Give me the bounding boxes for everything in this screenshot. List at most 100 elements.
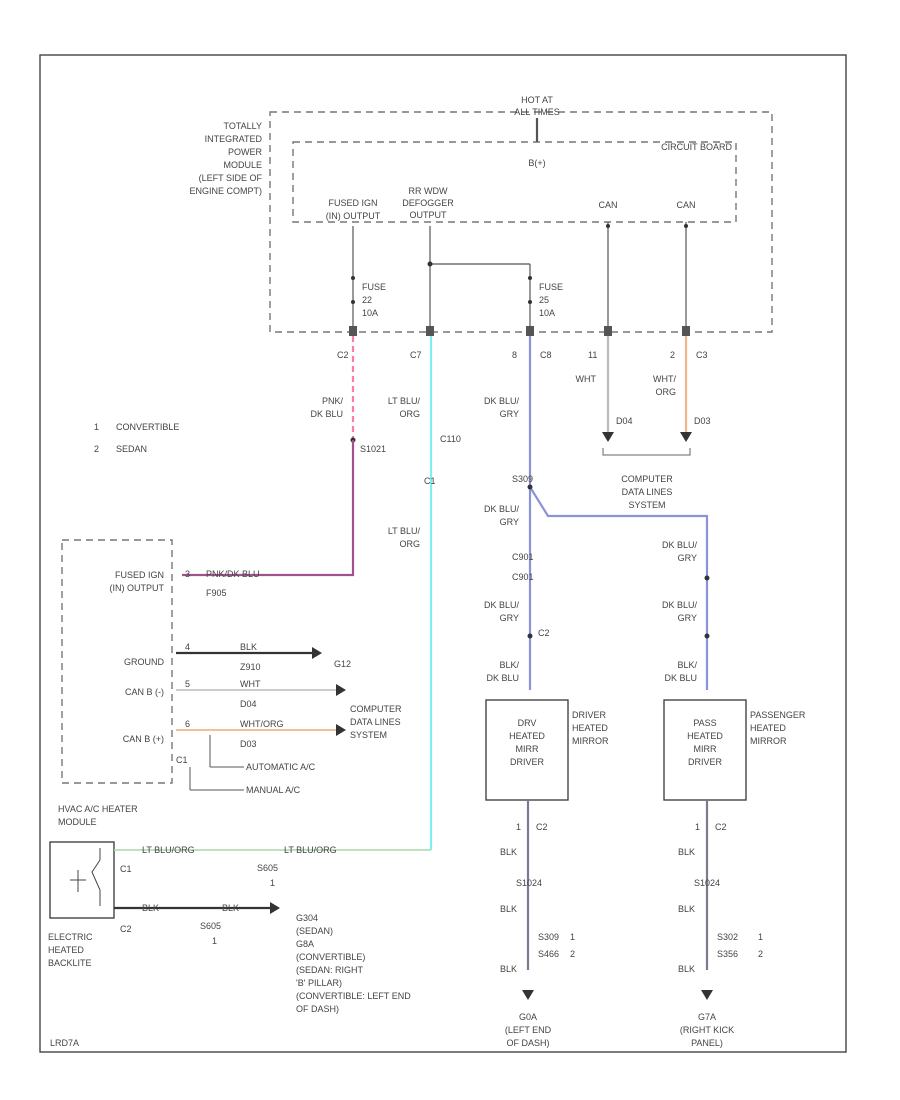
svg-text:22: 22: [362, 295, 372, 305]
svg-text:S1024: S1024: [516, 878, 542, 888]
circuit-f905: F905: [206, 588, 227, 598]
wire-dkblu-gry-e: DK BLU/ GRY: [662, 600, 698, 623]
svg-text:5: 5: [185, 679, 190, 689]
svg-text:D03: D03: [240, 739, 257, 749]
svg-text:HEATED: HEATED: [48, 945, 84, 955]
svg-text:ORG: ORG: [655, 387, 676, 397]
svg-text:SEDAN: SEDAN: [116, 444, 147, 454]
passenger-ground-text: G7A (RIGHT KICK PANEL): [680, 1012, 734, 1048]
wire-wht: WHT: [576, 374, 597, 384]
pin-8: 8: [512, 350, 517, 360]
bus-label: B(+): [528, 158, 545, 168]
svg-text:ALL TIMES: ALL TIMES: [514, 107, 560, 117]
fused-ign-output-label: FUSED IGN (IN) OUTPUT: [326, 198, 381, 221]
svg-text:(IN) OUTPUT: (IN) OUTPUT: [110, 583, 165, 593]
svg-text:1: 1: [212, 936, 217, 946]
svg-text:LT BLU/: LT BLU/: [388, 396, 421, 406]
svg-text:OUTPUT: OUTPUT: [410, 210, 448, 220]
svg-text:DK BLU: DK BLU: [310, 409, 343, 419]
svg-text:10A: 10A: [539, 308, 555, 318]
svg-text:BLK/: BLK/: [499, 660, 519, 670]
svg-text:HEATED: HEATED: [509, 731, 545, 741]
svg-text:MIRROR: MIRROR: [750, 736, 787, 746]
svg-text:GRY: GRY: [500, 409, 519, 419]
driver-ground-text: G0A (LEFT END OF DASH): [505, 1012, 552, 1048]
svg-text:G0A: G0A: [519, 1012, 537, 1022]
hvac-module-outline: [61, 539, 173, 784]
pin-c8: C8: [540, 350, 552, 360]
svg-text:DK BLU: DK BLU: [664, 673, 697, 683]
pdm-outline: [269, 111, 773, 333]
svg-text:D04: D04: [240, 699, 257, 709]
svg-text:PASS: PASS: [693, 718, 716, 728]
wire-dkblu-gry-a: DK BLU/ GRY: [484, 396, 520, 419]
svg-text:BLK: BLK: [500, 964, 517, 974]
manual-ac-label: MANUAL A/C: [246, 785, 301, 795]
svg-text:25: 25: [539, 295, 549, 305]
svg-text:C1: C1: [120, 864, 132, 874]
svg-text:S302: S302: [717, 932, 738, 942]
ground-g12: G12: [334, 659, 351, 669]
svg-text:OF DASH): OF DASH): [296, 1004, 339, 1014]
svg-text:MODULE: MODULE: [58, 817, 97, 827]
pin-c7: C7: [410, 350, 422, 360]
splice-s309: S309: [512, 474, 533, 484]
rr-defogger-label: RR WDW DEFOGGER OUTPUT: [402, 186, 454, 220]
svg-text:BLK: BLK: [142, 903, 159, 913]
svg-text:MODULE: MODULE: [223, 160, 262, 170]
can-h-label: CAN: [676, 200, 695, 210]
hot-at-label: HOT AT ALL TIMES: [514, 95, 560, 117]
svg-text:'B' PILLAR): 'B' PILLAR): [296, 978, 342, 988]
circuit-board-label: CIRCUIT BOARD: [661, 142, 732, 152]
svg-text:C2: C2: [715, 822, 727, 832]
svg-text:DRV: DRV: [518, 718, 537, 728]
driver-module-label: DRV HEATED MIRR DRIVER: [509, 718, 545, 767]
hvac-title: HVAC A/C HEATER MODULE: [58, 804, 138, 827]
svg-text:G7A: G7A: [698, 1012, 716, 1022]
svg-text:10A: 10A: [362, 308, 378, 318]
svg-text:BLK: BLK: [678, 847, 695, 857]
svg-text:BLK: BLK: [500, 904, 517, 914]
svg-text:(IN) OUTPUT: (IN) OUTPUT: [326, 211, 381, 221]
svg-text:CONVERTIBLE: CONVERTIBLE: [116, 422, 179, 432]
svg-text:(LEFT END: (LEFT END: [505, 1025, 552, 1035]
can-l-label: CAN: [598, 200, 617, 210]
svg-text:2: 2: [758, 949, 763, 959]
svg-text:S309: S309: [538, 932, 559, 942]
automatic-ac-label: AUTOMATIC A/C: [246, 762, 316, 772]
svg-text:HOT AT: HOT AT: [521, 95, 553, 105]
svg-text:FUSED IGN: FUSED IGN: [115, 570, 164, 580]
svg-text:LT BLU/ORG: LT BLU/ORG: [142, 845, 195, 855]
svg-text:G8A: G8A: [296, 939, 314, 949]
svg-text:POWER: POWER: [228, 147, 263, 157]
svg-text:WHT: WHT: [240, 679, 261, 689]
svg-text:GRY: GRY: [500, 613, 519, 623]
svg-text:BLK: BLK: [678, 964, 695, 974]
wire-wht-org: WHT/ ORG: [653, 374, 676, 397]
svg-text:BLK: BLK: [500, 847, 517, 857]
svg-text:DK BLU: DK BLU: [486, 673, 519, 683]
wire-blk-dkblu-b: BLK/ DK BLU: [664, 660, 697, 683]
svg-text:3: 3: [185, 569, 190, 579]
svg-text:BLK: BLK: [240, 642, 257, 652]
svg-text:DK BLU/: DK BLU/: [484, 396, 520, 406]
svg-text:LT BLU/: LT BLU/: [388, 526, 421, 536]
pdm-name: TOTALLY INTEGRATED POWER MODULE (LEFT SI…: [189, 121, 262, 196]
svg-text:FUSE: FUSE: [539, 282, 563, 292]
svg-text:DK BLU/: DK BLU/: [662, 600, 698, 610]
svg-text:WHT/: WHT/: [653, 374, 676, 384]
svg-text:1: 1: [695, 822, 700, 832]
svg-text:GRY: GRY: [500, 517, 519, 527]
pin-c3: C3: [696, 350, 708, 360]
svg-text:DEFOGGER: DEFOGGER: [402, 198, 454, 208]
backlite-box: [49, 841, 115, 919]
svg-text:GRY: GRY: [678, 553, 697, 563]
wire-dkblu-gry-d: DK BLU/ GRY: [662, 540, 698, 563]
svg-text:C2: C2: [120, 924, 132, 934]
svg-text:DRIVER: DRIVER: [688, 757, 723, 767]
svg-text:6: 6: [185, 719, 190, 729]
connector-c901-b: C901: [512, 572, 534, 582]
svg-text:INTEGRATED: INTEGRATED: [205, 134, 263, 144]
svg-text:PASSENGER: PASSENGER: [750, 710, 806, 720]
svg-text:COMPUTER: COMPUTER: [350, 704, 402, 714]
